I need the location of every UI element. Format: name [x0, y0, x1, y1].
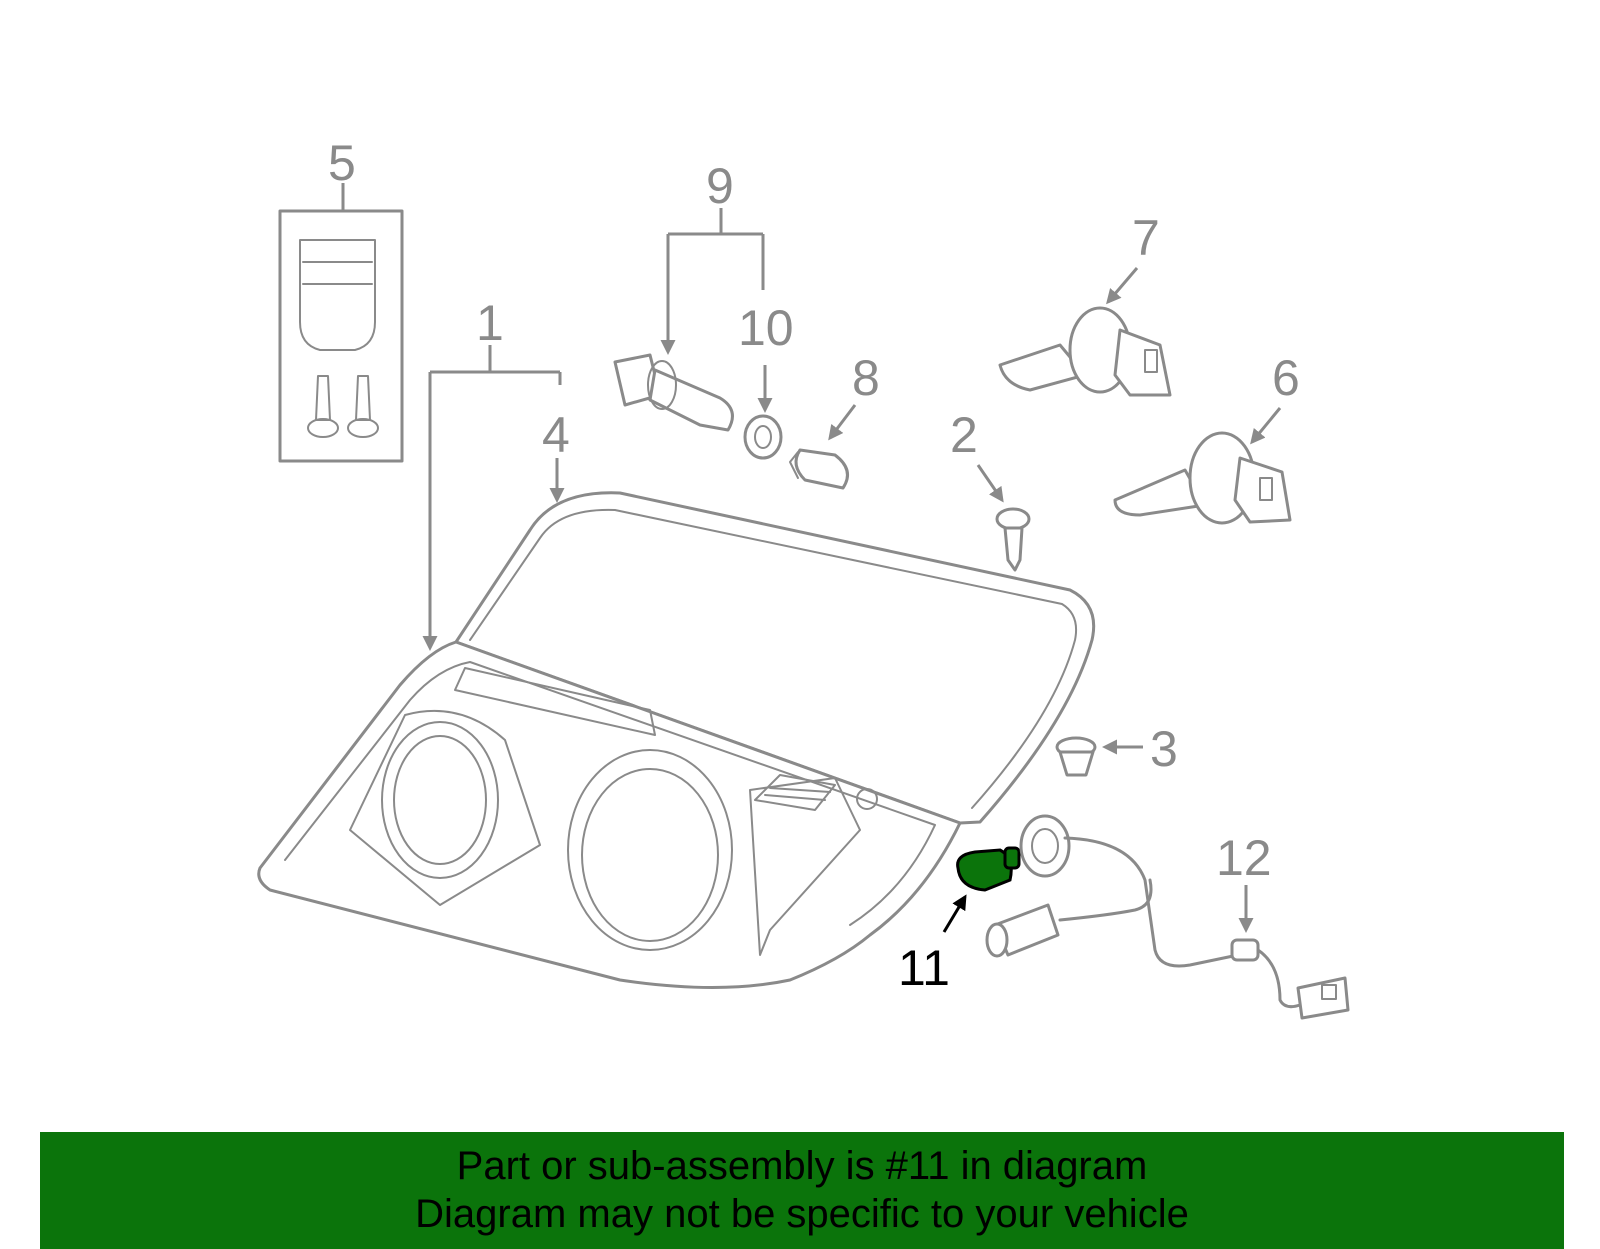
washer-outer: [743, 414, 783, 460]
callout-1-leader: [422, 345, 562, 651]
lens-inner-edge: [469, 508, 1078, 809]
callout-1-label[interactable]: 1: [476, 295, 504, 351]
kit-bracket: [299, 239, 376, 351]
part-3-clip-nut[interactable]: [1055, 736, 1097, 777]
washer-inner: [754, 425, 772, 449]
housing-bottom-edge: [269, 889, 791, 989]
callout-2-leader: [976, 464, 1004, 503]
callout-7-leader: [1106, 267, 1139, 305]
callout-9-label[interactable]: 9: [706, 158, 734, 214]
callout-8-label[interactable]: 8: [852, 350, 880, 406]
wedge-bulb-glass: [794, 448, 849, 490]
callout-4-label[interactable]: 4: [542, 407, 570, 463]
part-11-bulb[interactable]: [956, 846, 1021, 892]
bulb-glass: [648, 368, 734, 432]
wedge-bulb-base: [789, 451, 799, 479]
socket-ring: [647, 360, 677, 410]
clip-body: [1058, 750, 1095, 777]
kit-box-outline: [278, 209, 404, 463]
part-10-washer[interactable]: [743, 414, 783, 460]
info-banner: Part or sub-assembly is #11 in diagram D…: [40, 1132, 1564, 1249]
part-2-screw[interactable]: [995, 507, 1031, 572]
harness-wire-end: [1256, 948, 1302, 1009]
callout-7-label[interactable]: 7: [1132, 210, 1160, 266]
callout-12-label[interactable]: 12: [1216, 830, 1272, 886]
bulb-11-base: [1003, 846, 1021, 870]
low-beam-bezel: [349, 709, 541, 906]
part-8-wedge-bulb[interactable]: [789, 448, 849, 490]
banner-part-note: Part or sub-assembly is #11 in diagram: [456, 1144, 1148, 1188]
screw-shank: [1003, 526, 1024, 572]
harness-grommet: [1230, 938, 1260, 962]
low-beam-inner: [393, 735, 487, 865]
turn-signal-area: [749, 777, 861, 956]
socket-12-bottom-end: [985, 922, 1009, 958]
low-beam-reflector: [381, 721, 499, 879]
bulb-7-tab: [1144, 349, 1158, 373]
marker-grille: [754, 774, 836, 811]
screw-icon: [307, 375, 339, 438]
callout-11-label[interactable]: 11: [898, 940, 950, 996]
callout-11-leader: [942, 894, 967, 933]
adjuster-screw-icon: [856, 788, 878, 810]
callout-9-leader: [660, 208, 765, 355]
part-9-socket-bulb[interactable]: [613, 353, 734, 432]
callout-3-label[interactable]: 3: [1150, 721, 1178, 777]
socket-12-top-ring: [1031, 828, 1059, 864]
socket-12-top: [1019, 814, 1071, 878]
callout-5-label[interactable]: 5: [328, 135, 356, 191]
callout-2-label[interactable]: 2: [950, 407, 978, 463]
harness-wire-upper: [1063, 836, 1240, 968]
part-7-headlamp-bulb[interactable]: [998, 306, 1172, 397]
part-12-socket-harness[interactable]: [985, 814, 1350, 1020]
callout-6-label[interactable]: 6: [1272, 350, 1300, 406]
callout-8-leader: [828, 404, 857, 441]
screw-head: [995, 507, 1031, 531]
grille-line: [769, 787, 831, 793]
housing-inner-edge: [284, 661, 936, 926]
housing-top-rib: [454, 667, 656, 736]
bulb-6-glass: [1113, 468, 1207, 517]
part-5-hardware-kit[interactable]: [278, 209, 404, 463]
part-1-headlamp-assembly[interactable]: [257, 491, 1096, 989]
bulb-7-connector: [1113, 328, 1172, 397]
lens-outline: [454, 491, 1096, 825]
screw-icon: [347, 375, 379, 438]
callout-6-leader: [1250, 407, 1282, 445]
banner-disclaimer: Diagram may not be specific to your vehi…: [415, 1192, 1189, 1236]
callout-10-label[interactable]: 10: [738, 300, 794, 356]
connector-latch: [1321, 984, 1337, 1000]
bulb-6-connector: [1233, 456, 1292, 524]
high-beam-reflector: [567, 749, 733, 951]
bulb-6-tab: [1259, 477, 1273, 501]
part-6-headlamp-bulb[interactable]: [1113, 431, 1292, 525]
bulb-11-glass: [956, 848, 1013, 892]
high-beam-inner: [581, 768, 719, 942]
grille-line: [764, 794, 826, 801]
harness-wire-lower: [1058, 878, 1153, 922]
